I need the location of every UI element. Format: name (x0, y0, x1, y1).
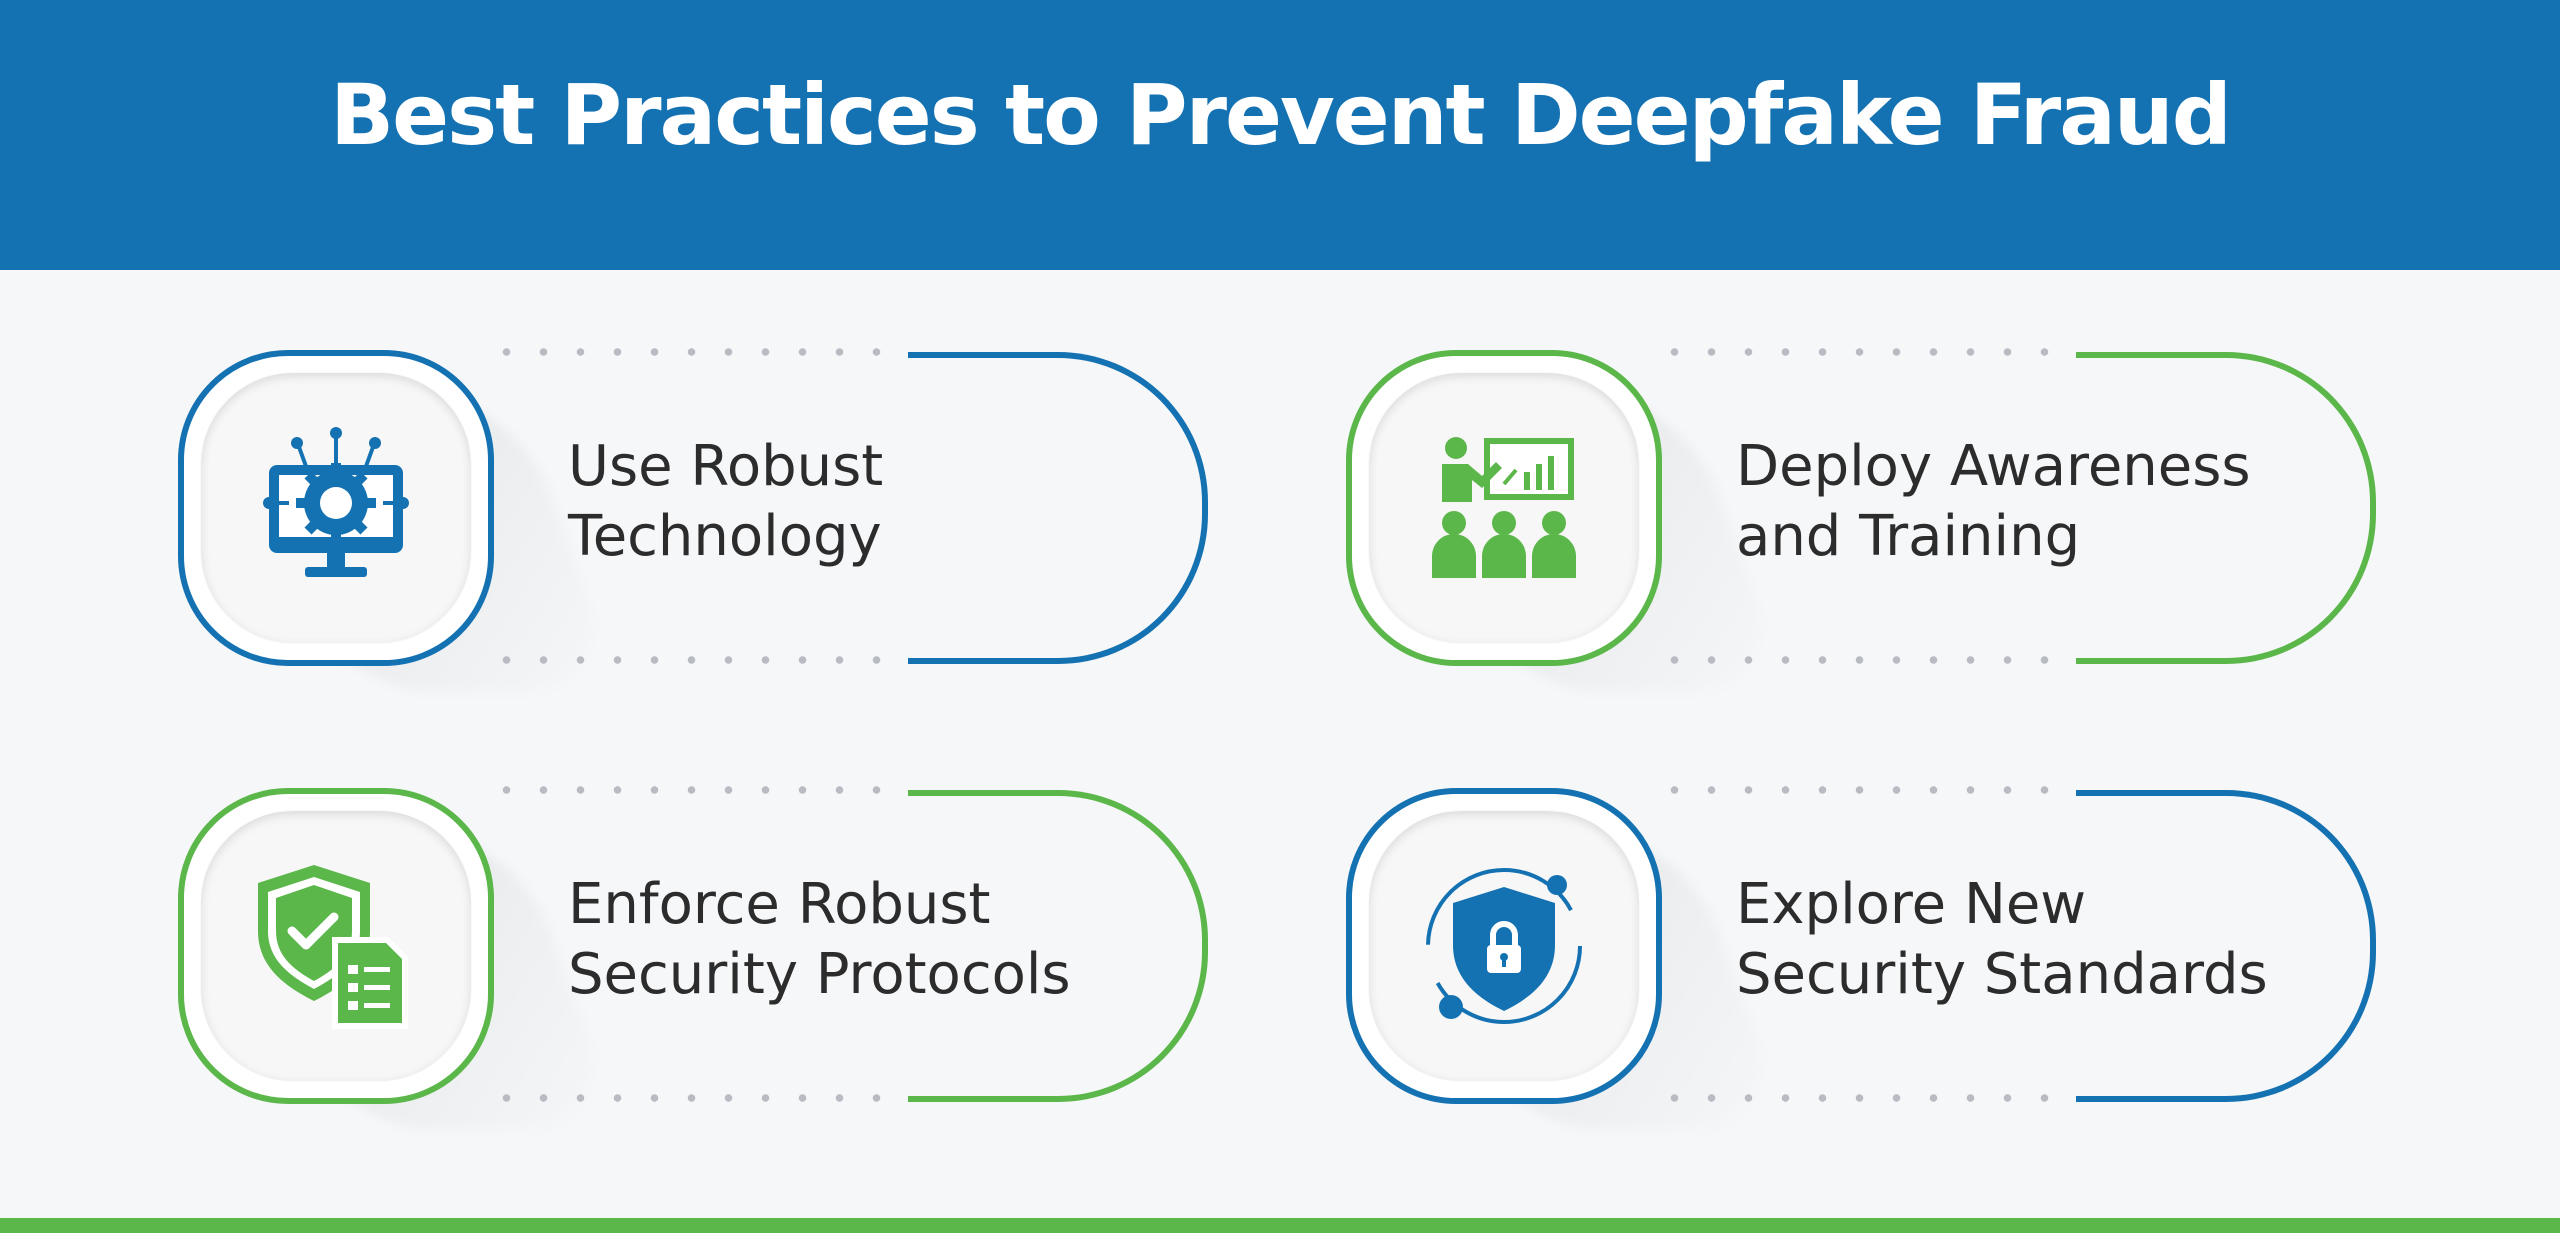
shield-checklist-icon (258, 865, 408, 1029)
card-explore-security-standards: Explore New Security Standards (1346, 786, 2386, 1130)
shield-lock-icon (1426, 868, 1582, 1024)
card-outline (908, 352, 1208, 664)
card-title-line2: Security Standards (1736, 942, 2268, 1007)
dotted-divider (488, 656, 908, 664)
icon-badge (178, 788, 494, 1104)
icon-badge (178, 350, 494, 666)
icon-badge (1346, 788, 1662, 1104)
card-title-line2: Technology (568, 504, 882, 569)
dotted-divider (1656, 348, 2076, 356)
dotted-divider (1656, 656, 2076, 664)
footer-accent-bar (0, 1218, 2560, 1233)
card-title-line1: Deploy Awareness (1736, 434, 2251, 499)
card-enforce-security-protocols: Enforce Robust Security Protocols (178, 786, 1218, 1130)
presentation-audience-icon (1432, 437, 1576, 578)
dotted-divider (1656, 1094, 2076, 1102)
monitor-gear-icon (263, 427, 409, 577)
card-title-line1: Explore New (1736, 872, 2087, 937)
page-title: Best Practices to Prevent Deepfake Fraud (330, 66, 2232, 164)
dotted-divider (1656, 786, 2076, 794)
dotted-divider (488, 786, 908, 794)
card-outline (908, 790, 1208, 1102)
card-outline (2076, 352, 2376, 664)
dotted-divider (488, 348, 908, 356)
card-title-line1: Use Robust (568, 434, 884, 499)
card-deploy-awareness-training: Deploy Awareness and Training (1346, 348, 2386, 692)
card-outline (2076, 790, 2376, 1102)
card-title-line1: Enforce Robust (568, 872, 991, 937)
icon-badge (1346, 350, 1662, 666)
card-title-line2: Security Protocols (568, 942, 1071, 1007)
dotted-divider (488, 1094, 908, 1102)
card-use-robust-technology: Use Robust Technology (178, 348, 1218, 692)
card-title-line2: and Training (1736, 504, 2081, 569)
header-banner: Best Practices to Prevent Deepfake Fraud (0, 0, 2560, 270)
